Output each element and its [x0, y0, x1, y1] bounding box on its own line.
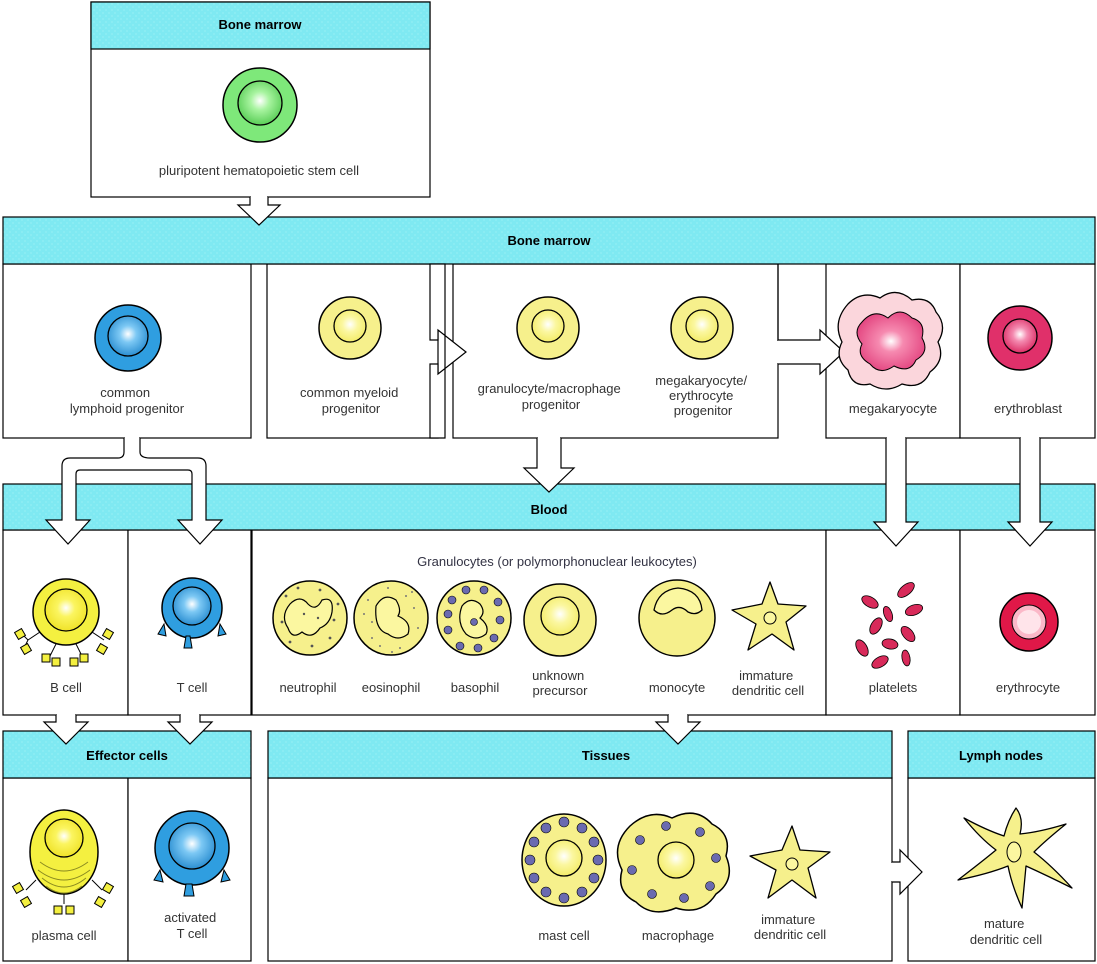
arrow-tissues-lymph — [892, 848, 923, 896]
label-unknown-line1: unknown — [532, 668, 584, 683]
label-myeloid-line1: common myeloid — [300, 385, 398, 400]
b-cell-icon — [13, 578, 115, 667]
label-myeloid-line2: progenitor — [322, 401, 381, 416]
label-unknown-precursor: unknown precursor — [532, 668, 588, 698]
header-band-bone-marrow — [2, 216, 1096, 265]
label-gm-progenitor: granulocyte/macrophage progenitor — [478, 381, 625, 412]
arrow-bcell-effector — [42, 715, 90, 745]
label-unknown-line2: precursor — [533, 683, 589, 698]
erythroblast-icon — [987, 305, 1053, 371]
header-texts: Bone marrow Bone marrow Blood Effector c… — [86, 17, 1043, 763]
stem-cell-icon — [222, 67, 298, 143]
header-band-effector — [2, 730, 252, 779]
label-mast-cell: mast cell — [538, 928, 589, 943]
label-me-progenitor: megakaryocyte/ erythrocyte progenitor — [655, 373, 750, 418]
label-immature-dc-blood: immature dendritic cell — [732, 668, 804, 698]
label-basophil: basophil — [451, 680, 500, 695]
header-blood: Blood — [531, 502, 568, 517]
label-plasma-cell: plasma cell — [31, 928, 96, 943]
label-mature-dc: mature dendritic cell — [970, 916, 1042, 947]
megakaryocyte-icon — [837, 291, 944, 390]
arrows — [42, 197, 1054, 896]
label-activated-t-cell: activated T cell — [164, 910, 220, 941]
t-cell-icon — [157, 577, 227, 649]
basophil-icon — [436, 580, 512, 656]
arrow-tcell-effector — [166, 715, 214, 745]
label-t-cell: T cell — [177, 680, 208, 695]
box-platelets — [825, 529, 961, 716]
mature-dendritic-cell-icon — [957, 807, 1073, 909]
neutrophil-icon — [272, 580, 348, 656]
arrow-lymphoid-branch — [44, 438, 224, 545]
label-gm-line1: granulocyte/macrophage — [478, 381, 621, 396]
box-lymph — [907, 777, 1096, 962]
immature-dendritic-cell-blood-icon — [731, 581, 807, 651]
header-bone-marrow-top: Bone marrow — [218, 17, 302, 32]
label-activated-line1: activated — [164, 910, 216, 925]
header-band-stem — [90, 1, 431, 50]
label-stem-cell: pluripotent hematopoietic stem cell — [159, 163, 359, 178]
header-bone-marrow: Bone marrow — [507, 233, 591, 248]
arrow-myeloid-right — [429, 263, 467, 439]
immature-dendritic-cell-tissue-icon — [749, 825, 831, 899]
platelets-icon — [855, 582, 924, 669]
gm-progenitor-icon — [516, 296, 580, 360]
label-erythrocyte: erythrocyte — [996, 680, 1060, 695]
label-me-line3: progenitor — [674, 403, 733, 418]
label-myeloid-progenitor: common myeloid progenitor — [300, 385, 402, 416]
arrow-progenitor-blood — [522, 438, 576, 493]
label-monocyte: monocyte — [649, 680, 705, 695]
label-imdc-blood-line2: dendritic cell — [732, 683, 804, 698]
arrow-progenitor-mega — [777, 264, 845, 376]
arrow-stem-down — [236, 197, 282, 226]
arrow-blood-tissues — [654, 715, 702, 745]
header-tissues: Tissues — [582, 748, 630, 763]
label-lymphoid-progenitor: common lymphoid progenitor — [70, 385, 185, 416]
label-activated-line2: T cell — [177, 926, 208, 941]
label-immature-dc-tissue: immature dendritic cell — [754, 912, 826, 942]
label-me-line2: erythrocyte — [669, 388, 733, 403]
header-lymph-nodes: Lymph nodes — [959, 748, 1043, 763]
label-neutrophil: neutrophil — [279, 680, 336, 695]
mast-cell-icon — [521, 813, 607, 907]
header-band-tissues — [267, 730, 893, 779]
plasma-cell-icon — [11, 809, 115, 915]
label-b-cell: B cell — [50, 680, 82, 695]
header-band-lymph — [907, 730, 1096, 779]
label-mature-dc-line1: mature — [984, 916, 1024, 931]
label-eosinophil: eosinophil — [362, 680, 421, 695]
arrow-erythroblast-erythrocyte — [1006, 438, 1054, 547]
label-gm-line2: progenitor — [522, 397, 581, 412]
me-progenitor-icon — [670, 296, 734, 360]
monocyte-icon — [638, 579, 716, 657]
label-imdc-blood-line1: immature — [739, 668, 793, 683]
header-effector-cells: Effector cells — [86, 748, 168, 763]
label-megakaryocyte: megakaryocyte — [849, 401, 937, 416]
eosinophil-icon — [353, 580, 429, 656]
label-mature-dc-line2: dendritic cell — [970, 932, 1042, 947]
label-me-line1: megakaryocyte/ — [655, 373, 747, 388]
label-macrophage: macrophage — [642, 928, 714, 943]
activated-t-cell-icon — [153, 810, 231, 897]
label-imdc-tissue-line2: dendritic cell — [754, 927, 826, 942]
label-platelets: platelets — [869, 680, 918, 695]
label-lymphoid-line1: common — [100, 385, 150, 400]
unknown-precursor-icon — [523, 583, 597, 657]
lymphoid-progenitor-icon — [94, 304, 162, 372]
myeloid-progenitor-icon — [318, 296, 382, 360]
erythrocyte-icon — [999, 592, 1059, 652]
label-erythroblast: erythroblast — [994, 401, 1062, 416]
label-lymphoid-line2: lymphoid progenitor — [70, 401, 185, 416]
arrow-mega-platelets — [872, 438, 920, 547]
macrophage-icon — [616, 812, 731, 913]
label-granulocytes-caption: Granulocytes (or polymorphonuclear leuko… — [417, 554, 697, 569]
label-imdc-tissue-line1: immature — [761, 912, 815, 927]
